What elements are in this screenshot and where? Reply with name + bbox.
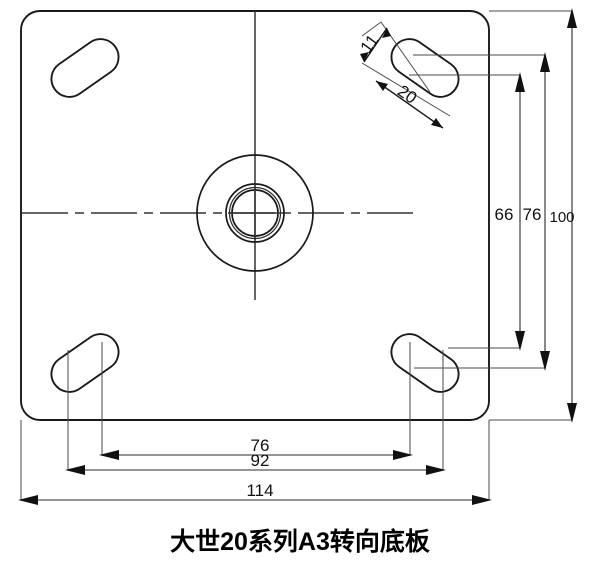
horizontal-dim-92-arrow-left [65, 465, 85, 475]
slot-length-label: 20 [394, 81, 420, 107]
horizontal-dim-114-arrow-right [472, 495, 492, 505]
horizontal-dim-label-76: 76 [251, 436, 270, 455]
slot-dim-witness-c [361, 21, 382, 37]
slot-width-dim-line [363, 27, 388, 63]
vertical-dim-label-100: 100 [549, 209, 574, 226]
slot-bottom-left-outline [50, 333, 120, 393]
slot-bottom-right-outline [390, 333, 460, 393]
extension-lines-group [20, 10, 572, 500]
slot-dim-witness-b [361, 62, 451, 117]
vertical-dim-76-arrow-top [540, 52, 550, 72]
hub-mid-circle [225, 183, 285, 243]
slot-top-right-outline [390, 38, 460, 98]
vertical-dim-100-arrow-top [567, 8, 577, 28]
vertical-dim-label-76: 76 [523, 205, 542, 224]
slot-bottom-left [50, 333, 120, 393]
vertical-dim-label-66: 66 [495, 205, 514, 224]
vertical-dim-66-arrow-top [515, 72, 525, 92]
slot-width-label: 11 [357, 31, 383, 56]
slot-top-left [50, 38, 120, 98]
vertical-dim-76-arrow-bottom [540, 351, 550, 371]
vertical-dimensions-group: 66 76 100 [495, 8, 577, 423]
slot-width-arrow-bottom [360, 52, 369, 62]
horizontal-dimensions-group: 76 92 114 [18, 436, 492, 505]
slot-length-dim-line [375, 80, 444, 129]
slot-length-arrow-start [376, 81, 388, 91]
horizontal-dim-92-arrow-right [426, 465, 446, 475]
slot-top-right [390, 38, 460, 98]
horizontal-dim-76-arrow-right [393, 450, 413, 460]
vertical-dim-100-arrow-bottom [567, 403, 577, 423]
horizontal-dim-76-arrow-left [99, 450, 119, 460]
hub-outer-circle [196, 154, 314, 272]
slot-top-left-outline [50, 38, 120, 98]
horizontal-dim-114-arrow-left [18, 495, 38, 505]
drawing-caption: 大世20系列A3转向底板 [170, 528, 430, 556]
slot-bottom-right [390, 333, 460, 393]
slot-width-arrow-top [382, 28, 391, 38]
horizontal-dim-label-92: 92 [251, 451, 270, 470]
vertical-dim-66-arrow-bottom [515, 331, 525, 351]
slot-length-arrow-end [431, 118, 443, 128]
horizontal-dim-label-114: 114 [246, 481, 273, 500]
center-hub-group [196, 154, 314, 272]
slots-group [50, 38, 460, 393]
